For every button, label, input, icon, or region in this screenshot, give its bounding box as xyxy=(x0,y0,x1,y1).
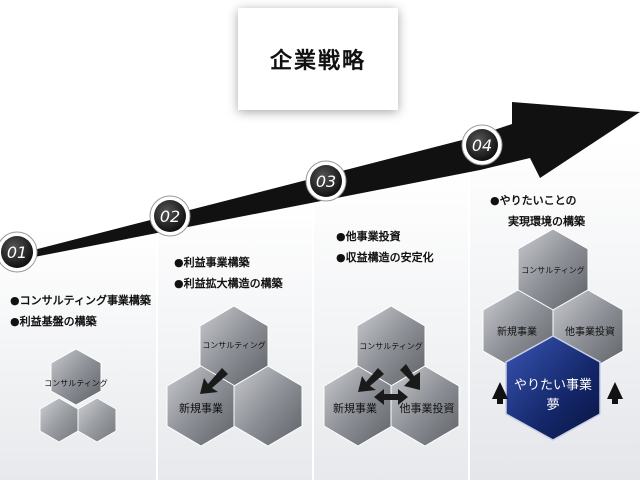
bullet-3-1: ●他事業投資 xyxy=(336,230,401,243)
up-arrow-right-4 xyxy=(607,382,623,404)
step-badge-1: 01 xyxy=(0,231,38,273)
arrow-new-other-3 xyxy=(374,389,408,405)
step-number-1: 01 xyxy=(7,243,27,262)
hex-empty-2 xyxy=(233,365,303,447)
step-1-bullets: ●コンサルティング事業構築 ●利益基盤の構築 xyxy=(10,290,151,332)
bullet-3-2: ●収益構造の安定化 xyxy=(336,251,434,264)
bullet-4-2: 実現環境の構築 xyxy=(508,215,585,228)
bullet-2-2: ●利益拡大構造の構築 xyxy=(174,277,283,290)
hex-faded-right-1 xyxy=(77,397,117,443)
step-number-4: 04 xyxy=(472,136,492,155)
step-number-3: 03 xyxy=(316,172,336,191)
step-badge-4: 04 xyxy=(461,124,503,166)
arrow-consulting-to-other-3 xyxy=(400,364,420,390)
hex-faded-left-1 xyxy=(39,397,79,443)
hex-label-consulting-4: コンサルティング xyxy=(521,265,585,275)
bullet-4-1: ●やりたいことの xyxy=(490,194,577,207)
hex-label-new-business-4: 新規事業 xyxy=(497,325,537,338)
step-2-bullets: ●利益事業構築 ●利益拡大構造の構築 xyxy=(174,252,283,294)
hex-label-consulting-3: コンサルティング xyxy=(359,341,423,351)
arrow-consulting-to-new xyxy=(200,368,228,394)
arrow-consulting-to-new-3 xyxy=(358,368,384,392)
step-3-bullets: ●他事業投資 ●収益構造の安定化 xyxy=(336,226,434,268)
page-title: 企業戦略 xyxy=(269,48,366,74)
hex-label-consulting-1: コンサルティング xyxy=(44,378,108,388)
bullet-1-2: ●利益基盤の構築 xyxy=(10,315,97,328)
step-badge-2: 02 xyxy=(149,195,191,237)
hex-consulting-1 xyxy=(50,348,102,406)
hex-label-new-business-2: 新規事業 xyxy=(179,401,223,415)
hex-label-consulting-2: コンサルティング xyxy=(202,340,266,350)
hex-label-other-investment-4: 他事業投資 xyxy=(565,325,615,338)
bullet-1-1: ●コンサルティング事業構築 xyxy=(10,294,151,307)
up-arrow-left-4 xyxy=(492,382,508,404)
hex-label-other-investment-3: 他事業投資 xyxy=(400,401,455,415)
bullet-2-1: ●利益事業構築 xyxy=(174,256,250,269)
title-box: 企業戦略 xyxy=(238,8,398,110)
hex-label-dream-business-4: やりたい事業 xyxy=(514,377,592,393)
step-badge-3: 03 xyxy=(305,160,347,202)
step-number-2: 02 xyxy=(160,207,180,226)
hex-label-new-business-3: 新規事業 xyxy=(333,401,377,415)
hex-label-dream-4: 夢 xyxy=(546,398,559,413)
hex-dream-business-4 xyxy=(505,335,601,441)
step-4-bullets: ●やりたいことの 実現環境の構築 xyxy=(490,190,585,232)
